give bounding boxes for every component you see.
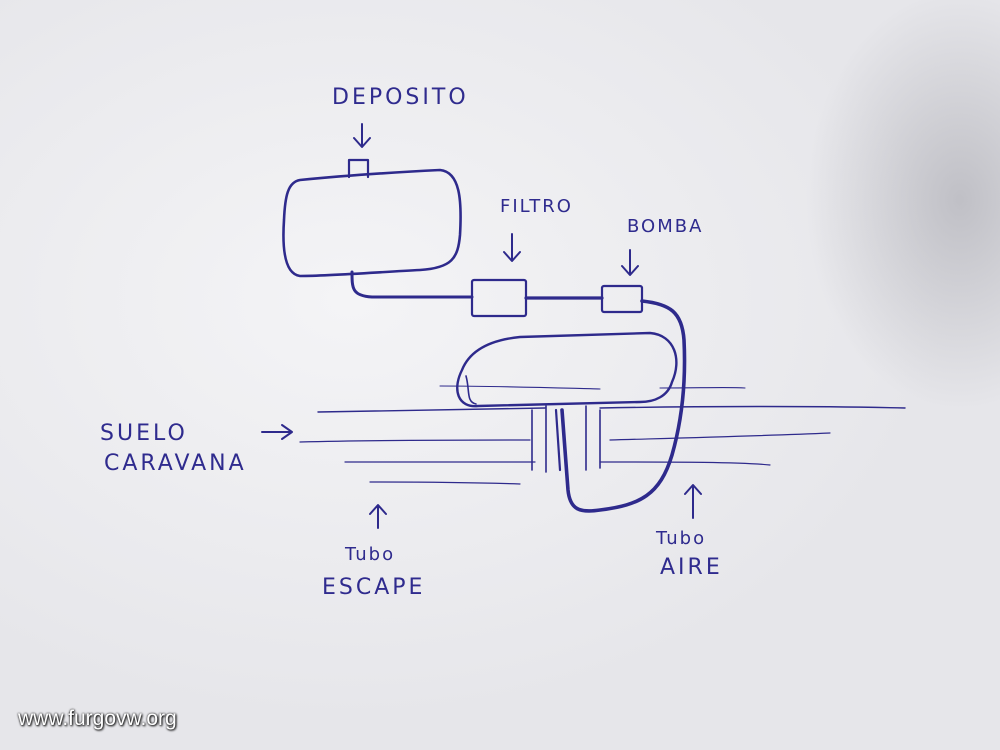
label-escape-line2: ESCAPE <box>322 575 425 600</box>
arrow-suelo-icon <box>261 424 293 440</box>
heater-unit <box>456 331 678 408</box>
arrow-filtro-icon <box>503 233 521 262</box>
arrow-aire-icon <box>684 484 702 519</box>
watermark-link: www.furgovw.org <box>18 707 177 730</box>
label-bomba: BOMBA <box>627 216 703 237</box>
label-escape-line1: Tubo <box>344 544 395 565</box>
exhaust-pipe <box>531 405 601 473</box>
label-suelo-line2: CARAVANA <box>104 451 247 476</box>
label-suelo-line1: SUELO <box>100 421 188 446</box>
arrow-bomba-icon <box>621 249 639 276</box>
fuel-filter <box>470 278 528 318</box>
label-aire-line1: Tubo <box>655 528 706 549</box>
fuel-pump <box>600 284 644 314</box>
caravan-floor <box>299 385 906 485</box>
label-deposito: DEPOSITO <box>332 85 469 110</box>
fuel-tank <box>282 158 462 278</box>
arrow-deposito-icon <box>353 123 371 148</box>
label-filtro: FILTRO <box>500 196 573 217</box>
arrow-escape-icon <box>369 504 387 529</box>
fuel-line-3 <box>560 299 687 513</box>
label-aire-line2: AIRE <box>660 555 723 580</box>
fuel-line-1 <box>350 270 474 299</box>
